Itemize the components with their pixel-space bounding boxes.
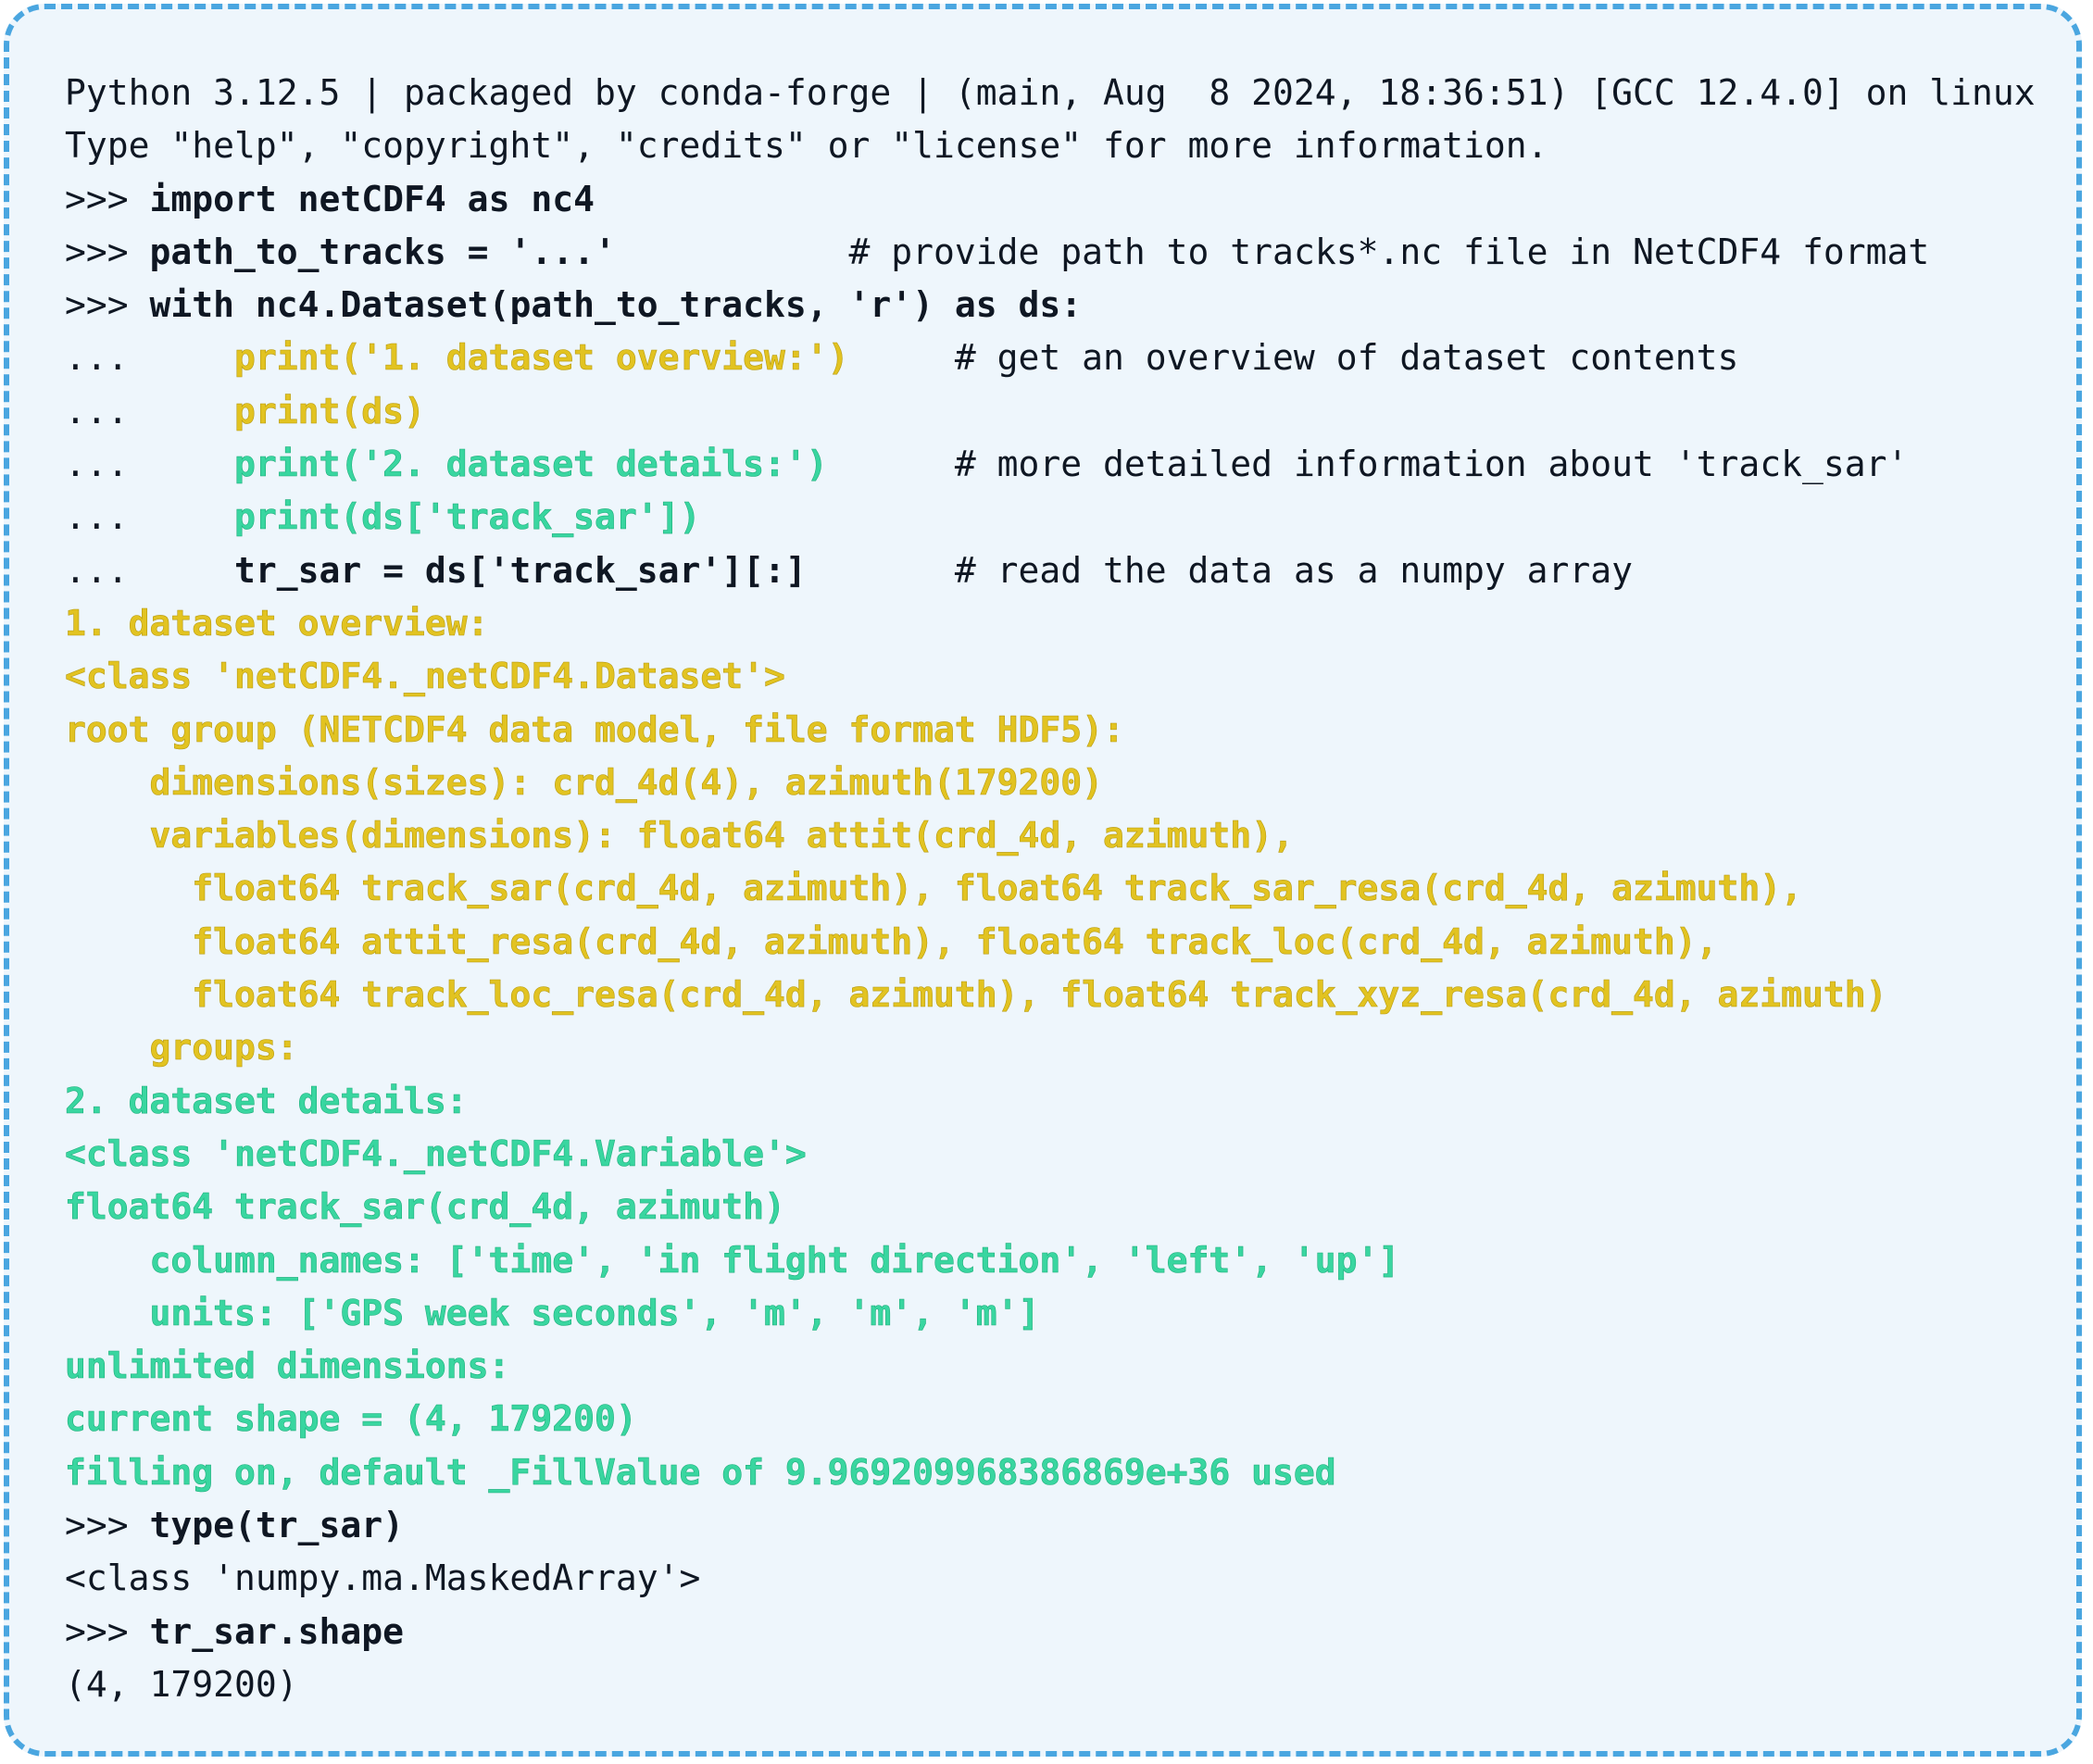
- banner-line-2: Type "help", "copyright", "credits" or "…: [65, 119, 2058, 172]
- output-variable-class-green-text: <class 'netCDF4._netCDF4.Variable'>: [65, 1132, 807, 1175]
- input-print-details-label-prompt-text: ...: [65, 444, 235, 485]
- output-track-sar-decl-green-text: float64 track_sar(crd_4d, azimuth): [65, 1186, 785, 1228]
- output-column-names: column_names: ['time', 'in flight direct…: [65, 1234, 2058, 1287]
- input-print-ds-yellow-text: print(ds): [234, 390, 426, 432]
- output-variables-3-yellow-text: float64 attit_resa(crd_4d, azimuth), flo…: [65, 920, 1718, 962]
- output-dimensions-yellow-text: dimensions(sizes): crd_4d(4), azimuth(17…: [65, 761, 1104, 804]
- input-type-prompt-text: >>>: [65, 1505, 150, 1546]
- input-import-prompt-text: >>>: [65, 178, 150, 219]
- input-print-overview-label: ... print('1. dataset overview:') # get …: [65, 332, 2058, 384]
- output-type: <class 'numpy.ma.MaskedArray'>: [65, 1552, 2058, 1605]
- output-shape-plain-text: (4, 179200): [65, 1663, 298, 1705]
- output-details-label: 2. dataset details:: [65, 1075, 2058, 1128]
- output-root-group-yellow-text: root group (NETCDF4 data model, file for…: [65, 708, 1125, 750]
- output-variables-4-yellow-text: float64 track_loc_resa(crd_4d, azimuth),…: [65, 974, 1887, 1016]
- output-variables-2: float64 track_sar(crd_4d, azimuth), floa…: [65, 862, 2058, 915]
- input-read-array-prompt-text: ...: [65, 549, 235, 591]
- input-read-array-comment-text: # read the data as a numpy array: [806, 549, 1633, 591]
- input-print-ds-prompt-text: ...: [65, 390, 235, 432]
- output-track-sar-decl: float64 track_sar(crd_4d, azimuth): [65, 1181, 2058, 1233]
- input-with-code-text: with nc4.Dataset(path_to_tracks, 'r') as…: [149, 284, 1083, 326]
- input-type-code-text: type(tr_sar): [149, 1505, 405, 1546]
- output-overview-label-yellow-text: 1. dataset overview:: [65, 602, 489, 644]
- input-import: >>> import netCDF4 as nc4: [65, 173, 2058, 226]
- output-current-shape-green-text: current shape = (4, 179200): [65, 1398, 637, 1440]
- input-read-array: ... tr_sar = ds['track_sar'][:] # read t…: [65, 544, 2058, 597]
- input-print-details-label: ... print('2. dataset details:') # more …: [65, 438, 2058, 491]
- input-shape: >>> tr_sar.shape: [65, 1606, 2058, 1658]
- output-unlimited-dims: unlimited dimensions:: [65, 1340, 2058, 1393]
- input-print-overview-label-yellow-text: print('1. dataset overview:'): [234, 337, 849, 379]
- input-path-code-text: path_to_tracks = '...': [149, 231, 616, 272]
- input-type: >>> type(tr_sar): [65, 1499, 2058, 1552]
- output-units: units: ['GPS week seconds', 'm', 'm', 'm…: [65, 1287, 2058, 1340]
- console-output: Python 3.12.5 | packaged by conda-forge …: [65, 67, 2058, 1711]
- input-print-overview-label-comment-text: # get an overview of dataset contents: [848, 337, 1739, 379]
- input-path-comment-text: # provide path to tracks*.nc file in Net…: [615, 231, 1930, 272]
- input-with: >>> with nc4.Dataset(path_to_tracks, 'r'…: [65, 279, 2058, 332]
- output-dimensions: dimensions(sizes): crd_4d(4), azimuth(17…: [65, 757, 2058, 809]
- input-print-track-sar-prompt-text: ...: [65, 496, 235, 538]
- input-shape-prompt-text: >>>: [65, 1610, 150, 1652]
- banner-line-1: Python 3.12.5 | packaged by conda-forge …: [65, 67, 2058, 119]
- output-filling-green-text: filling on, default _FillValue of 9.9692…: [65, 1451, 1336, 1493]
- output-unlimited-dims-green-text: unlimited dimensions:: [65, 1345, 510, 1387]
- input-shape-code-text: tr_sar.shape: [149, 1610, 405, 1652]
- output-root-group: root group (NETCDF4 data model, file for…: [65, 704, 2058, 757]
- input-import-code-text: import netCDF4 as nc4: [149, 178, 595, 219]
- output-variables-2-yellow-text: float64 track_sar(crd_4d, azimuth), floa…: [65, 868, 1802, 909]
- output-variables-1: variables(dimensions): float64 attit(crd…: [65, 809, 2058, 862]
- input-path: >>> path_to_tracks = '...' # provide pat…: [65, 226, 2058, 279]
- output-shape: (4, 179200): [65, 1658, 2058, 1711]
- input-print-track-sar: ... print(ds['track_sar']): [65, 491, 2058, 544]
- input-print-overview-label-prompt-text: ...: [65, 337, 235, 379]
- input-print-track-sar-green-text: print(ds['track_sar']): [234, 496, 701, 538]
- input-print-details-label-green-text: print('2. dataset details:'): [234, 444, 828, 485]
- output-dataset-class: <class 'netCDF4._netCDF4.Dataset'>: [65, 650, 2058, 703]
- output-variables-1-yellow-text: variables(dimensions): float64 attit(crd…: [65, 815, 1294, 857]
- output-type-plain-text: <class 'numpy.ma.MaskedArray'>: [65, 1558, 701, 1599]
- output-variable-class: <class 'netCDF4._netCDF4.Variable'>: [65, 1128, 2058, 1181]
- output-column-names-green-text: column_names: ['time', 'in flight direct…: [65, 1239, 1400, 1281]
- output-variables-3: float64 attit_resa(crd_4d, azimuth), flo…: [65, 916, 2058, 969]
- output-filling: filling on, default _FillValue of 9.9692…: [65, 1446, 2058, 1499]
- input-print-ds: ... print(ds): [65, 385, 2058, 438]
- output-dataset-class-yellow-text: <class 'netCDF4._netCDF4.Dataset'>: [65, 656, 785, 697]
- output-current-shape: current shape = (4, 179200): [65, 1393, 2058, 1445]
- banner-line-2-plain-text: Type "help", "copyright", "credits" or "…: [65, 125, 1548, 167]
- output-details-label-green-text: 2. dataset details:: [65, 1080, 468, 1121]
- output-groups: groups:: [65, 1021, 2058, 1074]
- output-overview-label: 1. dataset overview:: [65, 597, 2058, 650]
- input-with-prompt-text: >>>: [65, 284, 150, 326]
- python-console-panel: Python 3.12.5 | packaged by conda-forge …: [4, 4, 2082, 1757]
- banner-line-1-plain-text: Python 3.12.5 | packaged by conda-forge …: [65, 72, 2036, 113]
- output-groups-yellow-text: groups:: [65, 1027, 298, 1069]
- input-read-array-code-text: tr_sar = ds['track_sar'][:]: [234, 549, 807, 591]
- output-variables-4: float64 track_loc_resa(crd_4d, azimuth),…: [65, 969, 2058, 1021]
- input-path-prompt-text: >>>: [65, 231, 150, 272]
- input-print-details-label-comment-text: # more detailed information about 'track…: [827, 444, 1909, 485]
- output-units-green-text: units: ['GPS week seconds', 'm', 'm', 'm…: [65, 1292, 1040, 1334]
